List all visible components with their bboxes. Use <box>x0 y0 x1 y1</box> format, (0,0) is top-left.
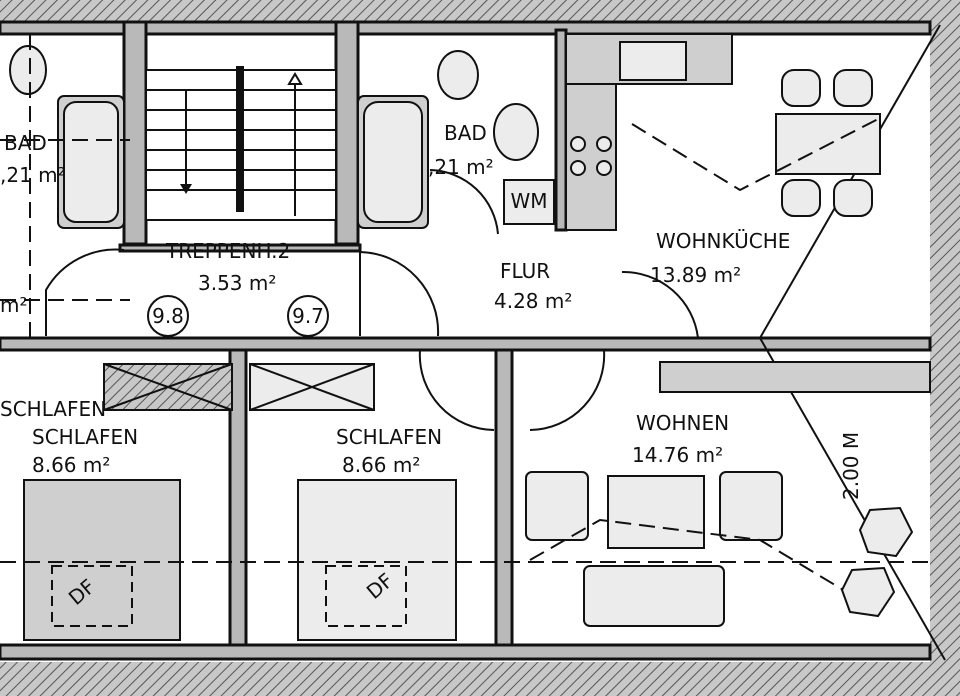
skylight-middle <box>325 565 407 627</box>
plant-1 <box>858 506 914 558</box>
shaft-left <box>103 363 233 411</box>
roof-bottom-band <box>0 662 960 696</box>
room-name-treppenhaus: TREPPENH.2 <box>165 239 290 263</box>
door-swing-6 <box>429 169 499 235</box>
window-sill <box>659 361 931 393</box>
room-area-schlafen-mid: 8.66 m² <box>342 453 420 477</box>
bathtub-right-inner <box>363 101 423 223</box>
room-area-bad-left: ,21 m² <box>0 163 66 187</box>
roof-top-band <box>0 0 960 22</box>
stove <box>570 136 612 176</box>
dining-chair-1 <box>781 69 821 107</box>
fixture-wm: WM <box>510 189 547 213</box>
shaft-right <box>249 363 375 411</box>
room-name-wohnkueche: WOHNKÜCHE <box>656 229 790 253</box>
toilet-left <box>9 45 47 95</box>
marker-circle-left <box>147 295 189 337</box>
door-swing-1 <box>45 248 125 336</box>
dimension-label: 2.00 M <box>839 432 863 500</box>
dining-chair-4 <box>833 179 873 217</box>
kitchen-sink <box>619 41 687 81</box>
coffee-table <box>607 475 705 549</box>
room-name-bad-left: BAD <box>4 131 47 155</box>
dining-chair-2 <box>833 69 873 107</box>
sofa <box>583 565 725 627</box>
toilet-right <box>437 50 479 100</box>
room-area-schlafen-left: 8.66 m² <box>32 453 110 477</box>
staircase <box>145 66 337 221</box>
room-area-treppenhaus: 3.53 m² <box>198 271 276 295</box>
door-swing-2 <box>359 250 440 337</box>
room-area-wohnen: 14.76 m² <box>632 443 723 467</box>
armchair-2 <box>719 471 783 541</box>
room-area-bad-right: ,21 m² <box>428 155 494 179</box>
marker-right: 9.7 <box>292 304 324 328</box>
walls <box>0 20 932 661</box>
roof-right-band <box>930 0 960 696</box>
room-name-schlafen-mid: SCHLAFEN <box>336 425 442 449</box>
door-swing-4 <box>529 349 606 431</box>
door-swing-3 <box>418 349 495 431</box>
sink-right <box>493 103 539 161</box>
armchair-1 <box>525 471 589 541</box>
washing-machine <box>503 179 555 225</box>
room-area-wohnkueche: 13.89 m² <box>650 263 741 287</box>
kitchen-slope-dash <box>631 117 881 192</box>
room-name-schlafen-cut: SCHLAFEN <box>0 397 106 421</box>
room-area-flur: 4.28 m² <box>494 289 572 313</box>
room-area-left-edge: m² <box>0 293 28 317</box>
marker-left: 9.8 <box>152 304 184 328</box>
living-slope-dash <box>529 518 861 601</box>
door-swing-5 <box>621 270 699 339</box>
plant-2 <box>840 566 896 618</box>
bed-middle <box>297 479 457 641</box>
room-name-bad-right: BAD <box>444 121 487 145</box>
room-name-flur: FLUR <box>500 259 550 283</box>
room-name-wohnen: WOHNEN <box>636 411 729 435</box>
room-name-schlafen-left: SCHLAFEN <box>32 425 138 449</box>
marker-circle-right <box>287 295 329 337</box>
skylight-left <box>51 565 133 627</box>
dining-chair-3 <box>781 179 821 217</box>
bed-left <box>23 479 181 641</box>
bathtub-left-inner <box>63 101 119 223</box>
